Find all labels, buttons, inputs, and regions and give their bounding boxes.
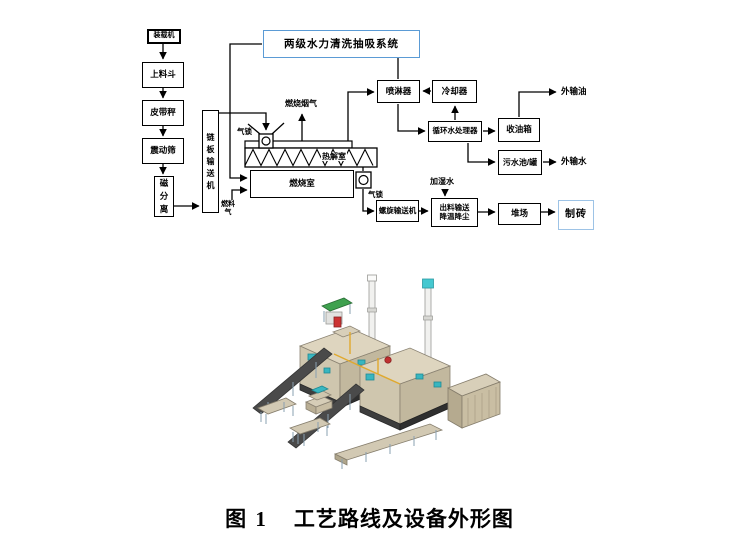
label-flue-gas: 燃烧烟气 (285, 99, 317, 108)
box-magnetic-separator: 磁分离 (154, 176, 174, 217)
box-screw-conveyor: 螺旋输送机 (376, 200, 419, 222)
discharge-line1: 出料输送 (439, 202, 470, 212)
container (447, 373, 501, 429)
box-discharge-cooling: 出料输送 降温降尘 (431, 198, 478, 227)
label-air-lock-left: 气锁 (237, 127, 252, 136)
label-export-oil: 外输油 (561, 86, 587, 96)
thermal-unit-right (358, 347, 452, 431)
box-oil-collection-tank: 收油箱 (498, 118, 540, 142)
box-circulating-water-processor: 循环水处理器 (428, 121, 482, 142)
label-export-water: 外输水 (561, 156, 587, 166)
box-loader: 装载机 (147, 29, 181, 44)
figure-number: 图 1 (225, 507, 268, 531)
box-feed-hopper: 上料斗 (142, 62, 184, 88)
box-chain-plate-conveyor: 链板输送机 (202, 110, 219, 213)
box-two-stage-cleaning-system: 两级水力清洗抽吸系统 (263, 30, 420, 58)
fuel-gas-line2: 气 (224, 209, 232, 217)
label-fuel-gas: 燃料 气 (221, 201, 235, 218)
label-air-lock-right: 气锁 (368, 190, 383, 199)
box-combustion-chamber: 燃烧室 (250, 170, 354, 198)
equipment-3d-render (252, 274, 501, 469)
discharge-line2: 降温降尘 (439, 211, 470, 221)
long-conveyor (333, 423, 444, 469)
box-brick-making: 制砖 (558, 200, 594, 230)
box-belt-scale: 皮带秤 (142, 100, 184, 126)
screw-zigzag (244, 148, 374, 167)
table-conveyors (257, 397, 331, 444)
box-stockyard: 堆场 (498, 203, 541, 225)
yellow-piping (333, 332, 401, 385)
label-pyrolysis-chamber: 热解室 (321, 152, 347, 162)
box-sewage-pool-tank: 污水池/罐 (498, 150, 542, 175)
air-lock-left-symbol (258, 133, 274, 149)
label-humidify-water: 加湿水 (430, 177, 454, 186)
box-spray-unit: 喷淋器 (377, 80, 420, 103)
pallet-stack (305, 385, 333, 415)
box-vibrating-screen: 震动筛 (142, 138, 184, 164)
box-cooler: 冷却器 (432, 80, 477, 103)
fuel-gas-line1: 燃料 (221, 201, 235, 208)
figure-title: 工艺路线及设备外形图 (293, 507, 514, 531)
figure-caption: 图 1 工艺路线及设备外形图 (0, 503, 739, 533)
air-lock-right-symbol (355, 171, 372, 189)
